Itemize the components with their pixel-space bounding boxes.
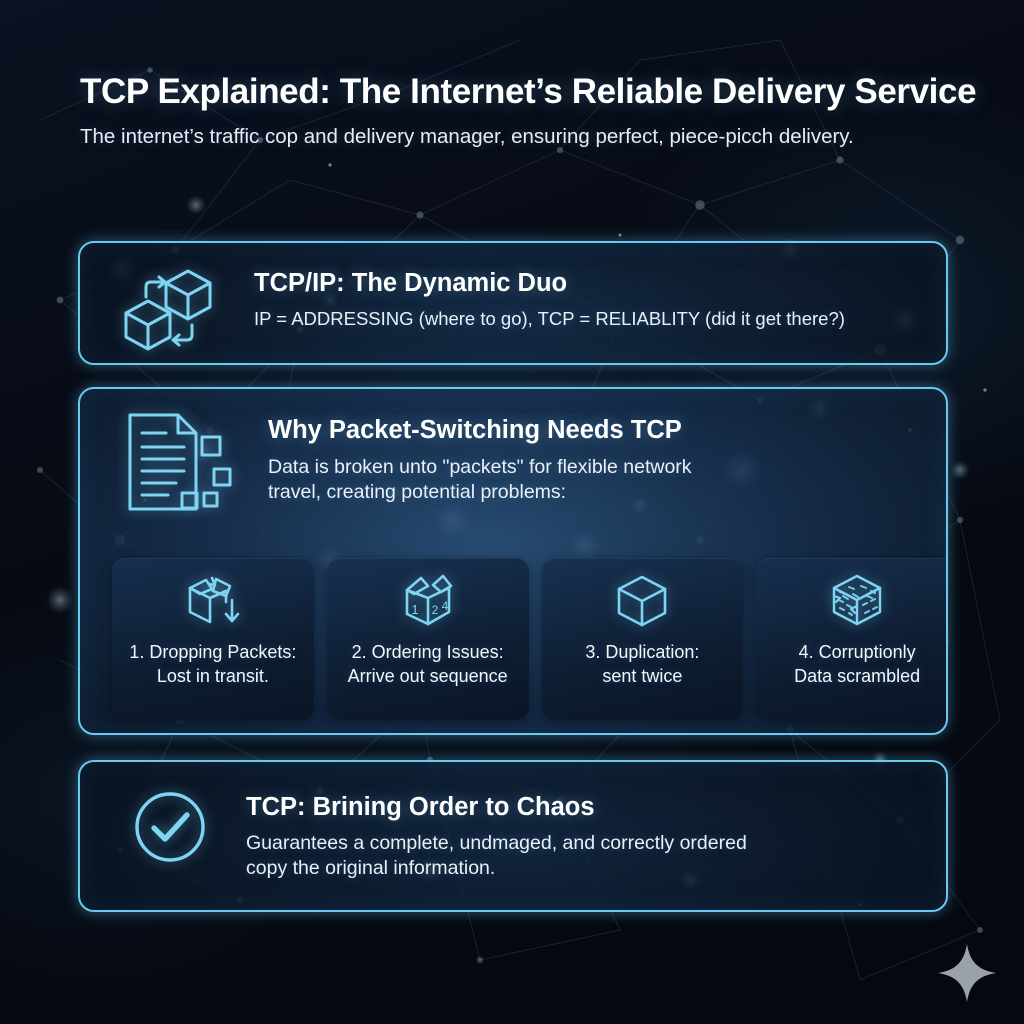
card-order-title: TCP: Brining Order to Chaos xyxy=(246,793,595,821)
card-why-subtitle-line1: Data is broken unto "packets" for flexib… xyxy=(268,456,692,478)
card-order-text: TCP: Brining Order to Chaos Guarantees a… xyxy=(246,787,747,882)
four-point-star-icon xyxy=(936,942,998,1004)
card-duo-text: TCP/IP: The Dynamic Duo IP = ADDRESSING … xyxy=(254,261,845,331)
problem-label-1-line2: Lost in transit. xyxy=(156,665,269,686)
card-why-text: Why Packet-Switching Needs TCP Data is b… xyxy=(268,409,692,506)
problem-label-3-line1: 3. Duplication: xyxy=(585,642,700,662)
problem-label-1-line1: 1. Dropping Packets: xyxy=(129,642,297,662)
card-order-row: TCP: Brining Order to Chaos Guarantees a… xyxy=(130,787,747,882)
problem-label-4-line2: Data scrambled xyxy=(794,665,921,686)
svg-text:1: 1 xyxy=(411,602,418,617)
card-order-subtitle-line2: copy the original information. xyxy=(246,857,496,880)
document-to-packets-icon xyxy=(120,409,232,515)
problem-list: 1. Dropping Packets: Lost in transit. 1 … xyxy=(112,558,946,720)
card-order-subtitle: Guarantees a complete, undmaged, and cor… xyxy=(246,831,747,882)
problem-label-2-line2: Arrive out sequence xyxy=(347,665,508,686)
cube-icon xyxy=(613,570,671,632)
two-boxes-exchange-icon xyxy=(116,261,224,357)
card-why-subtitle: Data is broken unto "packets" for flexib… xyxy=(268,455,692,506)
card-why-subtitle-line2: travel, creating potential problems: xyxy=(268,481,567,504)
problem-label-2-line1: 2. Ordering Issues: xyxy=(351,642,504,662)
problem-label-3-line2: sent twice xyxy=(602,665,683,686)
page-title: TCP Explained: The Internet’s Reliable D… xyxy=(80,72,977,111)
problem-card-duplication[interactable]: 3. Duplication: sent twice xyxy=(541,558,744,720)
page-subtitle: The internet’s traffic cop and delivery … xyxy=(80,125,854,148)
card-why-packet-switching[interactable]: Why Packet-Switching Needs TCP Data is b… xyxy=(78,387,948,735)
problem-label-1: 1. Dropping Packets: Lost in transit. xyxy=(129,641,296,689)
problem-card-dropping-packets[interactable]: 1. Dropping Packets: Lost in transit. xyxy=(112,558,314,720)
header: TCP Explained: The Internet’s Reliable D… xyxy=(80,72,977,149)
card-tcp-ip-duo[interactable]: TCP/IP: The Dynamic Duo IP = ADDRESSING … xyxy=(78,241,948,365)
card-order-to-chaos[interactable]: TCP: Brining Order to Chaos Guarantees a… xyxy=(78,760,948,912)
problem-label-2: 2. Ordering Issues: Arrive out sequence xyxy=(348,641,508,689)
card-duo-subtitle: IP = ADDRESSING (where to go), TCP = REL… xyxy=(254,308,845,329)
card-duo-row: TCP/IP: The Dynamic Duo IP = ADDRESSING … xyxy=(116,261,845,357)
scrambled-cube-icon xyxy=(827,570,887,632)
card-why-row: Why Packet-Switching Needs TCP Data is b… xyxy=(120,409,692,515)
problem-card-ordering-issues[interactable]: 1 2 4 2. Ordering Issues: Arrive out seq… xyxy=(326,558,529,720)
card-order-subtitle-line1: Guarantees a complete, undmaged, and cor… xyxy=(246,832,747,854)
check-circle-icon xyxy=(130,787,210,867)
problem-label-4-line1: 4. Corruptionly xyxy=(798,642,916,662)
broken-box-down-arrow-icon xyxy=(182,570,244,632)
problem-card-corruption[interactable]: 4. Corruptionly Data scrambled xyxy=(756,558,946,720)
problem-label-4: 4. Corruptionly Data scrambled xyxy=(794,641,920,689)
open-box-numbers-icon: 1 2 4 xyxy=(397,570,459,632)
svg-text:2: 2 xyxy=(431,603,438,617)
svg-text:4: 4 xyxy=(441,599,448,613)
card-duo-title: TCP/IP: The Dynamic Duo xyxy=(254,269,568,297)
card-why-title: Why Packet-Switching Needs TCP xyxy=(268,416,682,444)
problem-label-3: 3. Duplication: sent twice xyxy=(585,641,699,689)
